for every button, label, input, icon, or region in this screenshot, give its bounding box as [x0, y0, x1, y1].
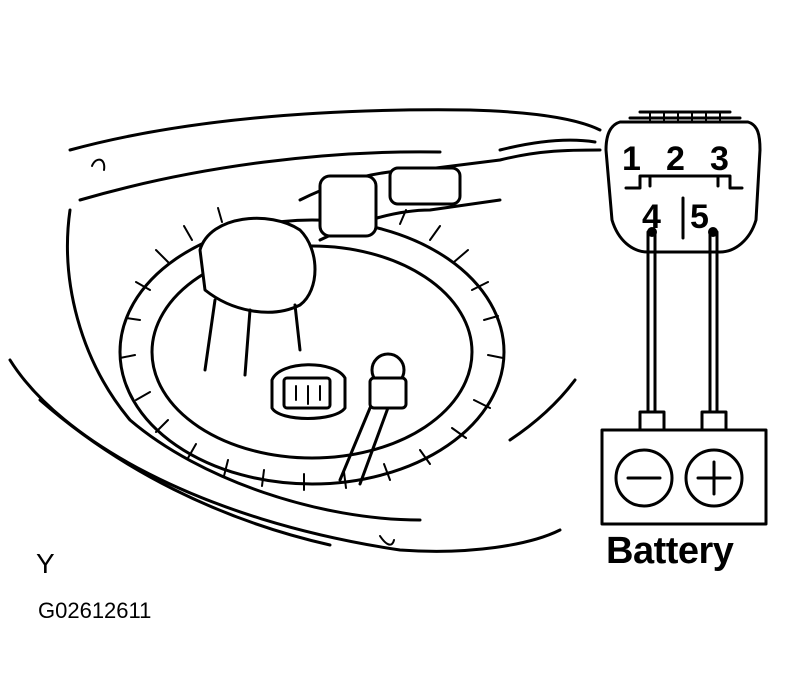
- pin-5-label: 5: [690, 198, 709, 236]
- connector-face: [604, 110, 762, 254]
- fuel-tank-outline: [8, 108, 602, 553]
- pin-2-label: 2: [666, 140, 685, 178]
- pin-1-label: 1: [622, 140, 641, 178]
- pin-4-label: 4: [642, 198, 661, 236]
- fuel-hose: [298, 148, 602, 242]
- pump-bolt: [338, 352, 408, 486]
- pump-cap: [198, 216, 317, 377]
- battery-label: Battery: [606, 530, 734, 572]
- view-label: Y: [36, 548, 55, 579]
- pump-connector: [270, 363, 347, 420]
- test-leads: [646, 227, 719, 414]
- pin-3-label: 3: [710, 140, 729, 178]
- battery: [600, 410, 768, 526]
- figure-code: G02612611: [38, 598, 152, 623]
